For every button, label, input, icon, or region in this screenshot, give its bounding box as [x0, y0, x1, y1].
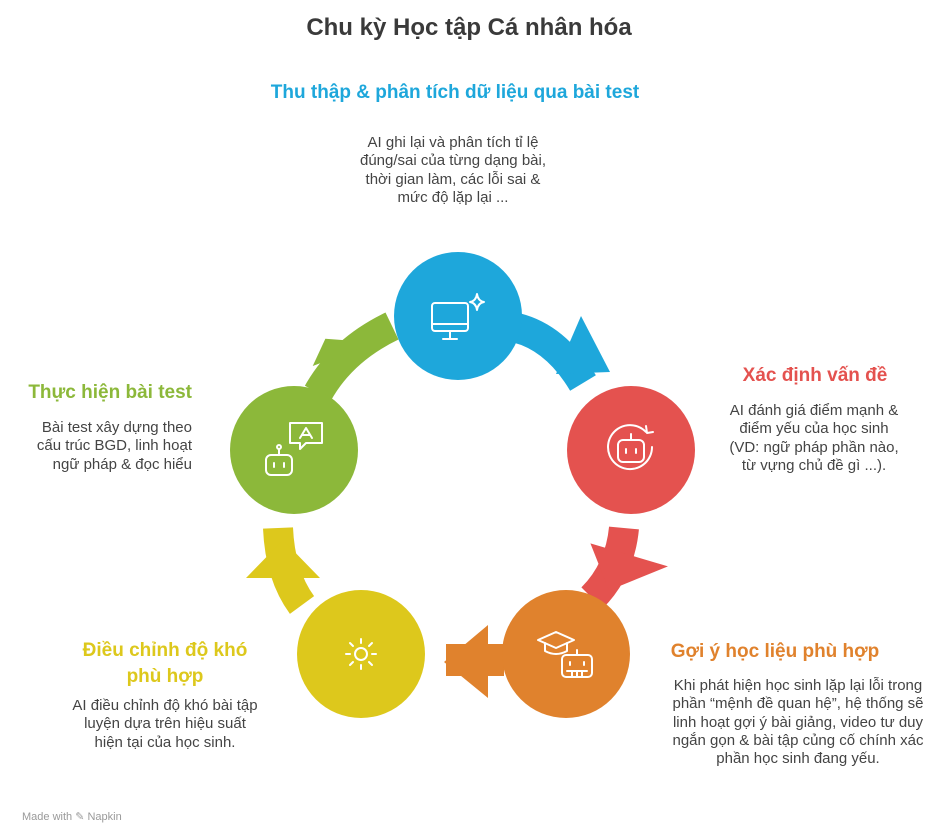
footer-made-with: Made with	[22, 811, 73, 823]
footer-brand: Napkin	[87, 811, 122, 823]
stage-desc-suggest: Khi phát hiện học sinh lặp lại lỗi trong…	[672, 677, 924, 768]
stage-circle-collect	[394, 252, 522, 380]
stage-title-identify: Xác định vấn đề	[742, 365, 888, 386]
stage-title-suggest: Gợi ý học liệu phù hợp	[670, 641, 880, 662]
graduation-robot-icon	[537, 631, 593, 678]
robot-chat-icon	[265, 422, 323, 476]
stage-circle-test	[230, 386, 358, 514]
arrow-suggest-to-adjust	[444, 625, 504, 698]
footer: Made with ✎ Napkin	[22, 810, 122, 823]
stage-circle-identify	[567, 386, 695, 514]
arrow-collect-to-identify	[512, 313, 610, 391]
robot-refresh-icon	[607, 424, 654, 471]
sun-icon	[345, 638, 377, 670]
stage-desc-identify: AI đánh giá điểm mạnh & điểm yếu của học…	[729, 402, 899, 474]
napkin-logo-icon: ✎	[75, 811, 85, 823]
stage-title-test: Thực hiện bài test	[28, 382, 192, 403]
stage-title-adjust: Điều chỉnh độ khó phù hợp	[82, 640, 248, 687]
stage-circle-adjust	[297, 590, 425, 718]
arrow-identify-to-suggest	[581, 526, 668, 609]
monitor-sparkle-icon	[431, 293, 485, 340]
stage-desc-collect: AI ghi lại và phân tích tỉ lệ đúng/sai c…	[359, 134, 546, 206]
stage-desc-adjust: AI điều chỉnh độ khó bài tập luyện dựa t…	[72, 697, 258, 751]
arrow-adjust-to-test	[246, 527, 320, 614]
page-title: Chu kỳ Học tập Cá nhân hóa	[306, 14, 632, 41]
stage-desc-test: Bài test xây dựng theo cấu trúc BGD, lin…	[36, 419, 192, 473]
stage-title-collect: Thu thập & phân tích dữ liệu qua bài tes…	[270, 82, 640, 103]
arrow-test-to-collect	[304, 312, 399, 401]
